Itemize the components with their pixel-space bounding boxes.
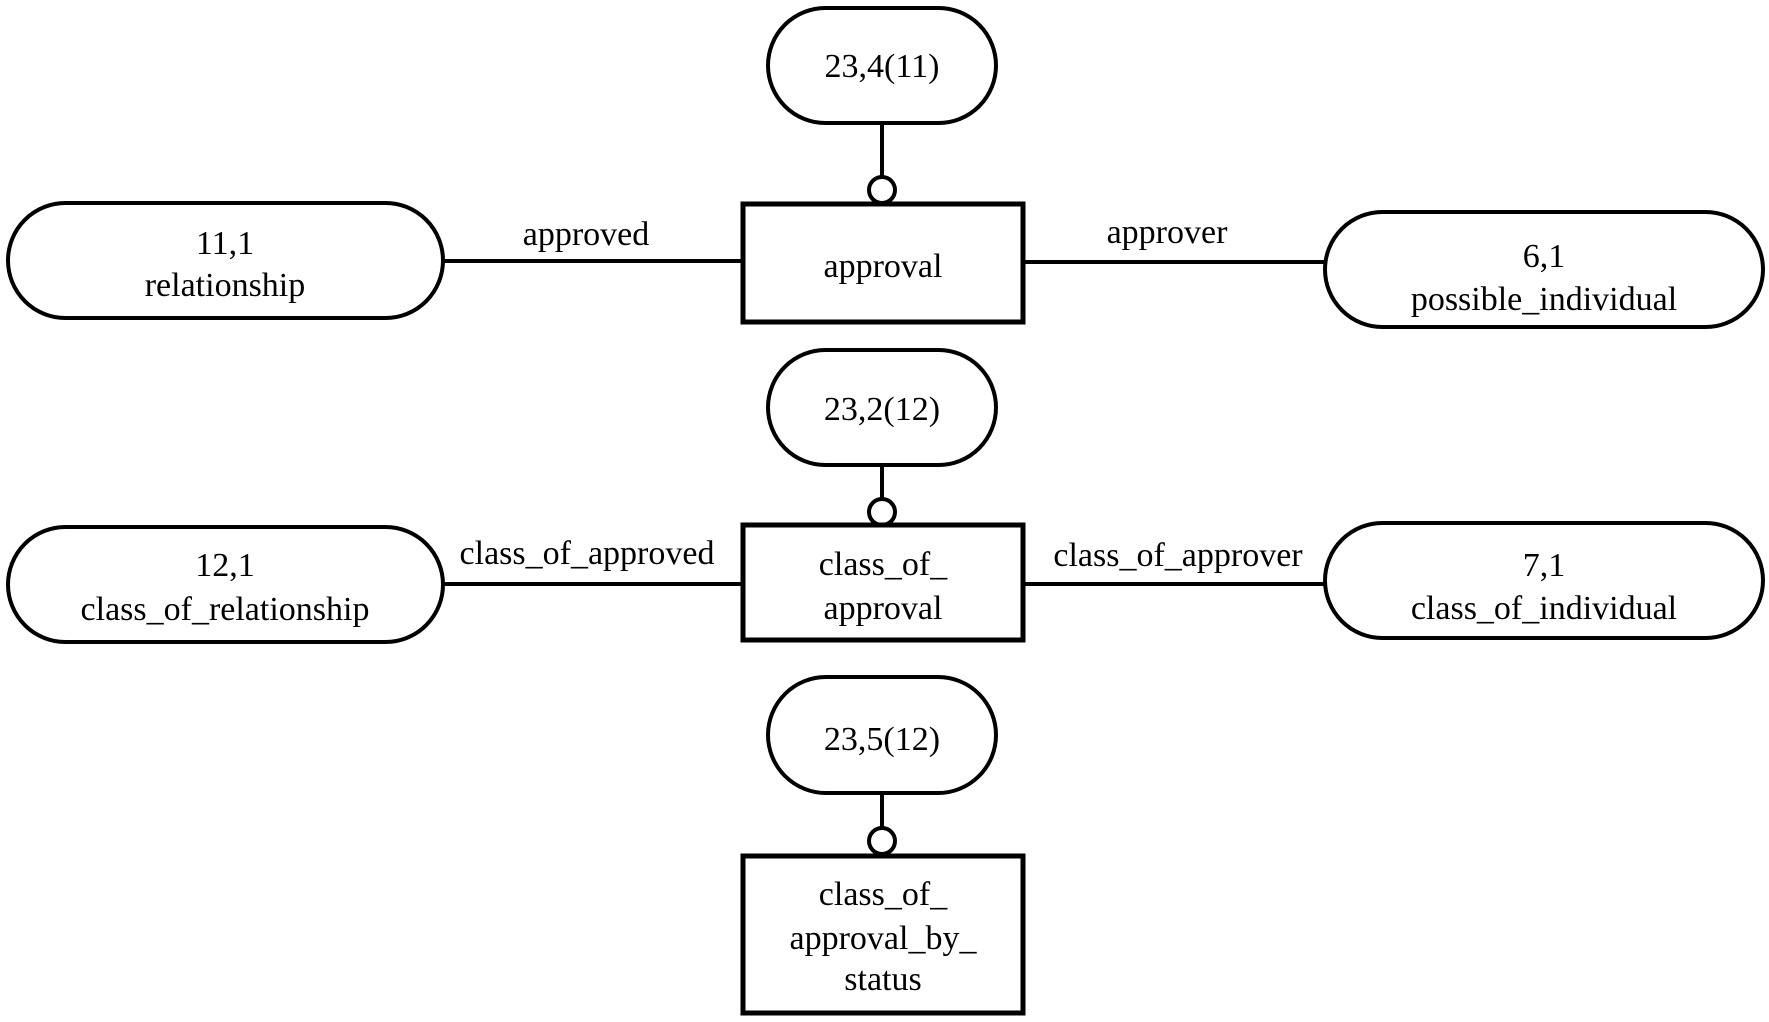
row-approval: 23,4(11) approval 11,1 relationship appr…	[6, 6, 1765, 329]
entity-label-line3: status	[844, 961, 921, 998]
ref-number: 7,1	[1523, 547, 1566, 584]
row-class-of-approval-by-status: 23,5(12) class_of_ approval_by_ status	[740, 675, 1026, 1016]
ref-number: 6,1	[1523, 238, 1566, 275]
ref-name: class_of_individual	[1411, 590, 1677, 627]
entity-label-line2: approval_by_	[790, 920, 978, 957]
page-ref-label: 23,2(12)	[824, 391, 940, 428]
ref-oval-class-of-individual	[1323, 521, 1765, 640]
ref-number: 12,1	[195, 547, 255, 584]
entity-box-approval	[740, 201, 1026, 325]
connector-circle	[867, 497, 897, 527]
page-ref-label: 23,5(12)	[824, 721, 940, 758]
entity-label: approval	[824, 248, 943, 285]
entity-box-class-of-approval	[740, 522, 1026, 643]
attribute-label-approved: approved	[523, 216, 650, 253]
page-ref-label: 23,4(11)	[825, 48, 940, 85]
attribute-label-approver: approver	[1107, 214, 1229, 251]
ref-name: class_of_relationship	[81, 591, 370, 628]
entity-label-line1: class_of_	[819, 546, 948, 583]
connector-circle	[867, 826, 897, 856]
entity-label-line2: approval	[824, 590, 943, 627]
attribute-label-class-of-approver: class_of_approver	[1053, 537, 1303, 574]
ref-name: possible_individual	[1411, 281, 1677, 318]
row-class-of-approval: 23,2(12) class_of_ approval 12,1 class_o…	[6, 348, 1765, 644]
ref-oval-possible-individual	[1323, 210, 1765, 329]
entity-box-class-of-approval-by-status	[740, 853, 1026, 1016]
attribute-label-class-of-approved: class_of_approved	[460, 535, 715, 572]
connector-circle	[867, 175, 897, 205]
entity-label-line1: class_of_	[819, 876, 948, 913]
ref-number: 11,1	[196, 225, 254, 262]
ref-name: relationship	[145, 267, 306, 304]
